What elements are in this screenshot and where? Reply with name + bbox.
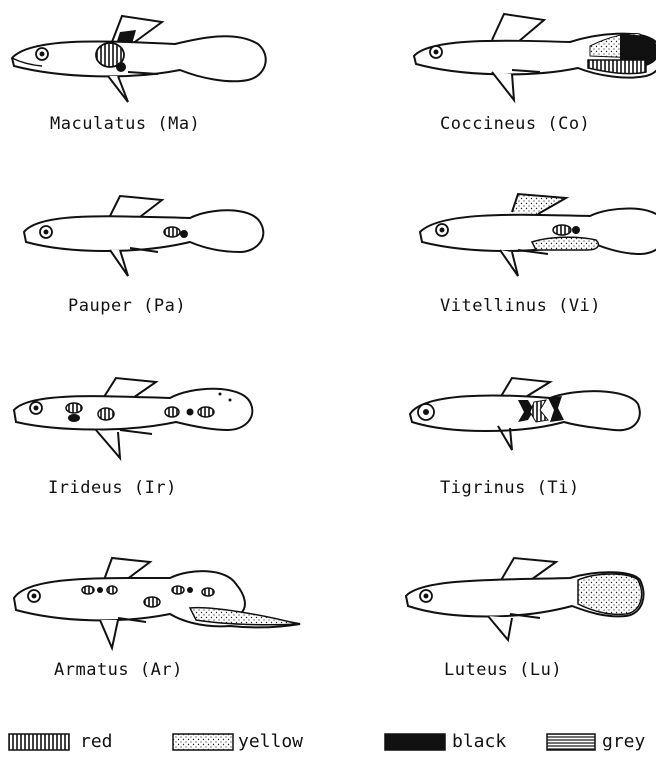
legend-label-black: black (452, 731, 506, 752)
label-luteus: Luteus (Lu) (444, 660, 562, 680)
label-maculatus: Maculatus (Ma) (50, 114, 200, 134)
red-swatch (8, 733, 70, 751)
vitellinus-fish-drawing (400, 192, 656, 292)
label-irideus: Irideus (Ir) (48, 478, 177, 498)
armatus-fish-drawing (0, 556, 300, 656)
coccineus-fish-drawing (400, 10, 656, 110)
tigrinus-fish-drawing (400, 374, 656, 474)
pauper-fish-drawing (0, 192, 300, 292)
irideus-fish-drawing (0, 374, 300, 474)
yellow-swatch (172, 733, 234, 751)
grey-swatch (546, 733, 596, 751)
legend-label-red: red (80, 731, 113, 752)
label-coccineus: Coccineus (Co) (440, 114, 590, 134)
label-vitellinus: Vitellinus (Vi) (440, 296, 601, 316)
pattern-maculatus: Maculatus (Ma) (0, 10, 300, 160)
black-swatch (384, 733, 446, 751)
pattern-coccineus: Coccineus (Co) (400, 10, 656, 160)
pattern-luteus: Luteus (Lu) (400, 556, 656, 706)
pattern-pauper: Pauper (Pa) (0, 192, 300, 342)
label-tigrinus: Tigrinus (Ti) (440, 478, 580, 498)
label-armatus: Armatus (Ar) (54, 660, 183, 680)
maculatus-fish-drawing (0, 10, 300, 110)
luteus-fish-drawing (400, 556, 656, 656)
pattern-tigrinus: Tigrinus (Ti) (400, 374, 656, 524)
legend-label-yellow: yellow (238, 731, 303, 752)
pattern-irideus: Irideus (Ir) (0, 374, 300, 524)
legend-label-grey: grey (602, 731, 645, 752)
color-legend: red yellow black grey (0, 725, 656, 760)
pattern-armatus: Armatus (Ar) (0, 556, 300, 706)
label-pauper: Pauper (Pa) (68, 296, 186, 316)
pattern-vitellinus: Vitellinus (Vi) (400, 192, 656, 342)
